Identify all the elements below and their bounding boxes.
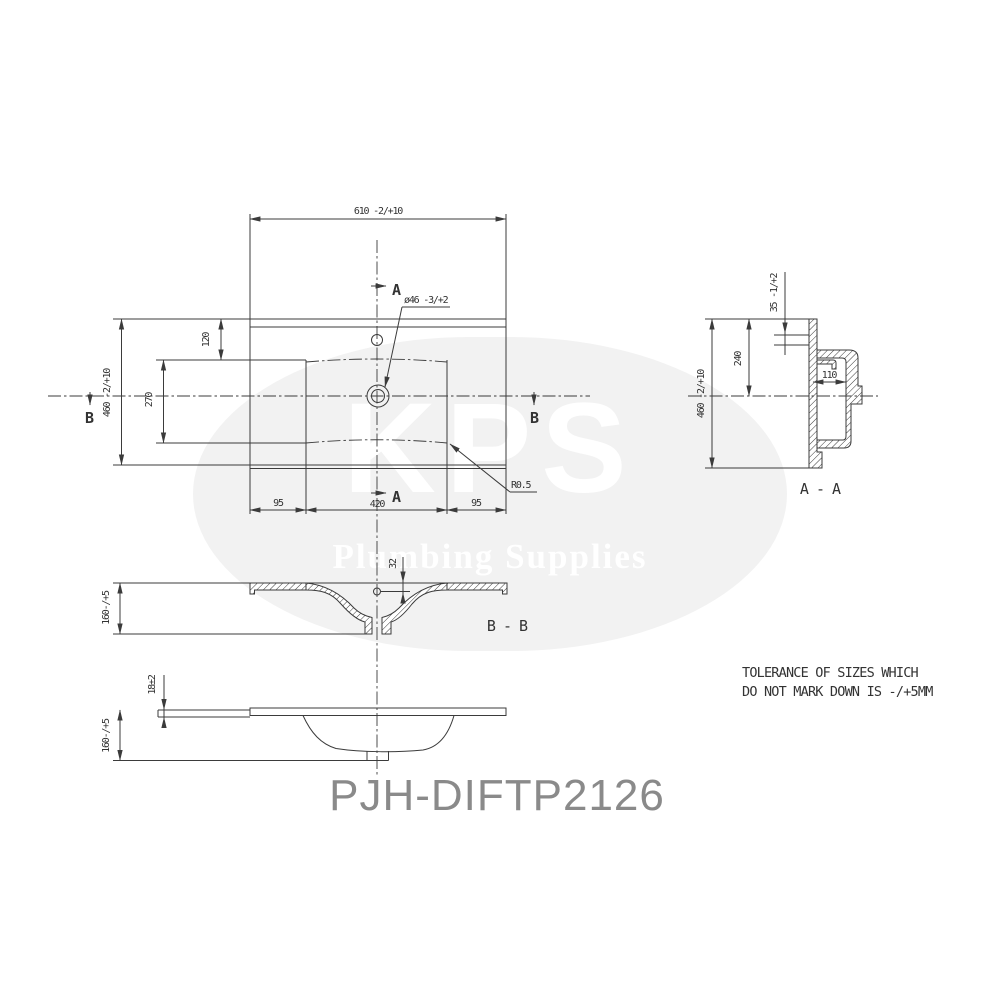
section-aa-label: A - A: [800, 480, 841, 498]
bowl-section-ring: [816, 349, 863, 449]
bowl-rim-top-arc: [305, 358, 448, 363]
dim-bb-height: 160-/+5: [101, 590, 112, 625]
section-marker-b-right: B: [530, 409, 539, 427]
plan-view: 610 -2/+10 95 420 95 460 -2/+10 270 120 …: [48, 206, 590, 776]
slab-front-outline: [249, 707, 507, 716]
bowl-rim-bottom-arc: [305, 439, 448, 444]
tolerance-note-line2: DO NOT MARK DOWN IS -/+5MM: [742, 684, 933, 700]
bowl-left-section: [305, 582, 373, 635]
section-bb-view: 32 160-/+5 B - B: [101, 557, 529, 635]
dim-aa-depth: 460 -2/+10: [696, 369, 707, 418]
front-view: 18±2 160-/+5: [101, 674, 507, 762]
dim-corner-radius: R0.5: [511, 480, 531, 491]
dim-depth: 460 -2/+10: [102, 368, 113, 417]
dim-back-offset: 120: [201, 332, 212, 348]
tolerance-note: TOLERANCE OF SIZES WHICH DO NOT MARK DOW…: [742, 665, 934, 700]
slab-left-section: [249, 582, 307, 595]
dim-left-margin: 95: [273, 498, 284, 509]
watermark-brand: KPS: [343, 377, 637, 520]
section-aa-view: 460 -2/+10 240 35 -1/+2 110 A - A: [688, 272, 878, 498]
bowl-front-outline: [302, 715, 455, 753]
dim-front-height: 160-/+5: [101, 718, 112, 753]
dim-right-margin: 95: [471, 498, 482, 509]
wall-section: [808, 318, 823, 469]
section-marker-a-top: A: [392, 281, 401, 299]
watermark-subtitle: Plumbing Supplies: [332, 537, 648, 576]
dim-tap-hole: ø46 -3/+2: [404, 295, 449, 306]
slab-right-section: [446, 582, 508, 595]
dim-bowl-width: 420: [370, 499, 386, 510]
overflow-lip-section: [816, 359, 837, 370]
watermark-blob: KPS Plumbing Supplies: [193, 337, 787, 651]
section-marker-b-left: B: [85, 409, 94, 427]
tolerance-note-line1: TOLERANCE OF SIZES WHICH: [742, 665, 919, 681]
dim-bowl-depth: 270: [144, 392, 155, 408]
bowl-right-section: [381, 582, 448, 635]
dim-front-edge: 18±2: [147, 674, 158, 694]
dim-aa-deck: 35 -1/+2: [769, 273, 780, 313]
dim-aa-back: 240: [733, 351, 744, 367]
dim-aa-bowl: 110: [822, 370, 838, 381]
section-bb-label: B - B: [487, 617, 528, 635]
model-number-title: PJH-DIFTP2126: [329, 771, 665, 820]
dim-width: 610 -2/+10: [354, 206, 403, 217]
tap-hole-section: [373, 587, 381, 596]
section-marker-a-bottom: A: [392, 488, 401, 506]
dim-bb-hole-offset: 32: [388, 558, 399, 569]
